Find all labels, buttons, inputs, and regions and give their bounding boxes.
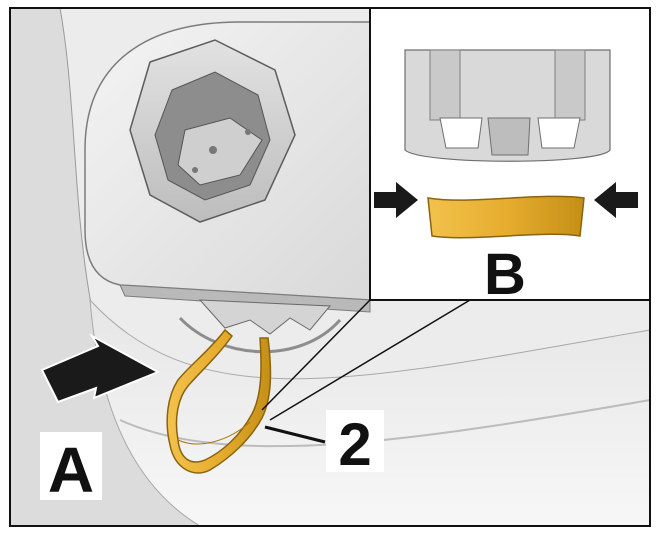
callout-leader bbox=[264, 425, 326, 444]
label-part-box bbox=[326, 410, 384, 472]
zoom-line-left bbox=[261, 299, 371, 411]
label-b: B bbox=[484, 242, 526, 307]
arrow-icon bbox=[594, 182, 638, 218]
arrow-icon bbox=[40, 333, 161, 404]
detail-inset bbox=[369, 7, 651, 301]
tow-socket bbox=[129, 39, 296, 223]
label-a: A bbox=[48, 434, 94, 506]
label-a-box bbox=[40, 432, 102, 500]
cap-tabs bbox=[198, 299, 332, 335]
clip-detail bbox=[427, 195, 585, 239]
part-number-2: 2 bbox=[338, 411, 371, 478]
zoom-line-right bbox=[269, 299, 471, 421]
arrow-icon bbox=[374, 182, 418, 218]
retaining-clip bbox=[166, 328, 272, 474]
